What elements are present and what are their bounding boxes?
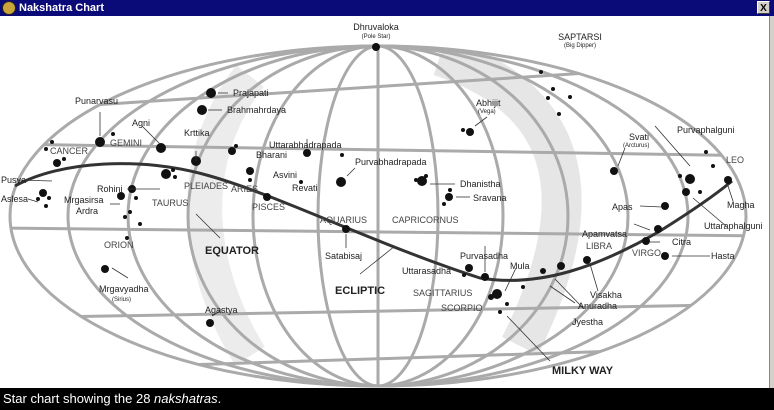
label-apas: Apas [612,202,633,212]
label-saptarsi: SAPTARSI [558,32,602,42]
label-milky-way: MILKY WAY [552,365,614,377]
label-brahmahrdaya: Brahmahrdaya [227,105,286,115]
label-dhruvaloka: Dhruvaloka [353,22,399,32]
label-ecliptic: ECLIPTIC [335,285,385,297]
label-cancer: CANCER [50,146,89,156]
labels: Dhruvaloka (Pole Star) SAPTARSI (Big Dip… [1,22,763,377]
label-aries: ARIES [231,184,258,194]
label-sagittarius: SAGITTARIUS [413,288,472,298]
label-sravana: Sravana [473,193,507,203]
window-title: Nakshatra Chart [19,2,104,14]
label-jyestha: Jyestha [572,317,603,327]
window-right-border [769,16,774,388]
stars [36,43,732,327]
label-anuradha: Anuradha [578,301,617,311]
label-prajapati: Prajapati [233,88,269,98]
label-uttaraphalguni: Uttaraphalguni [704,221,763,231]
label-uttarabhadrapada: Uttarabhadrapada [269,140,342,150]
label-taurus: TAURUS [152,198,188,208]
caption: Star chart showing the 28 nakshatras. [0,388,774,410]
close-button[interactable]: X [757,1,770,14]
label-scorpio: SCORPIO [441,303,483,313]
label-pleiades: PLEIADES [184,181,228,191]
caption-text: Star chart showing the 28 [3,391,155,406]
label-svati: Svati [629,132,649,142]
label-agni: Agni [132,118,150,128]
label-pusya: Pusya [1,175,26,185]
label-equator: EQUATOR [205,245,259,257]
star-chart: Dhruvaloka (Pole Star) SAPTARSI (Big Dip… [1,22,763,388]
label-visakha: Visakha [590,290,622,300]
label-big-dipper: (Big Dipper) [564,43,596,49]
label-aslesa: Aslesa [1,194,28,204]
label-sirius: (Sirius) [112,297,131,303]
label-arcturus: (Arcturus) [623,143,649,149]
title-bar: Nakshatra Chart X [0,0,774,16]
label-aquarius: AQUARIUS [320,215,367,225]
ecliptic-line [14,162,733,282]
label-virgo: VIRGO [632,248,661,258]
label-punarvasu: Punarvasu [75,96,118,106]
label-leo: LEO [726,155,744,165]
label-vega: (Vega) [478,109,496,115]
label-libra: LIBRA [586,241,612,251]
label-mula: Mula [510,261,530,271]
label-magha: Magha [727,200,755,210]
label-abhijit: Abhijit [476,98,501,108]
label-gemini: GEMINI [110,138,142,148]
label-mrgasirsa: Mrgasirsa [64,195,104,205]
label-apamvatsa: Apamvatsa [582,229,627,239]
label-agastya: Agastya [205,305,238,315]
label-mrgavyadha: Mrgavyadha [99,284,149,294]
label-citra: Citra [672,237,691,247]
label-purvasadha: Purvasadha [460,251,508,261]
label-purvabhadrapada: Purvabhadrapada [355,157,427,167]
label-rohini: Rohini [97,184,123,194]
label-asvini: Asvini [273,170,297,180]
label-hasta: Hasta [711,251,735,261]
app-icon [2,1,16,15]
caption-suffix: . [217,391,222,406]
label-bharani: Bharani [256,150,287,160]
pointer-lines [17,92,734,362]
label-ardra: Ardra [76,206,98,216]
caption-emphasis: nakshatras [154,391,218,406]
label-revati: Revati [292,183,318,193]
label-satabisaj: Satabisaj [325,251,362,261]
label-capricornus: CAPRICORNUS [392,215,459,225]
label-uttarasadha: Uttarasadha [402,266,451,276]
label-pole-star: (Pole Star) [362,34,391,40]
label-orion: ORION [104,240,134,250]
label-purvaphalguni: Purvaphalguni [677,125,735,135]
label-krttika: Krttika [184,128,210,138]
label-dhanistha: Dhanistha [460,179,501,189]
label-pisces: PISCES [252,202,285,212]
